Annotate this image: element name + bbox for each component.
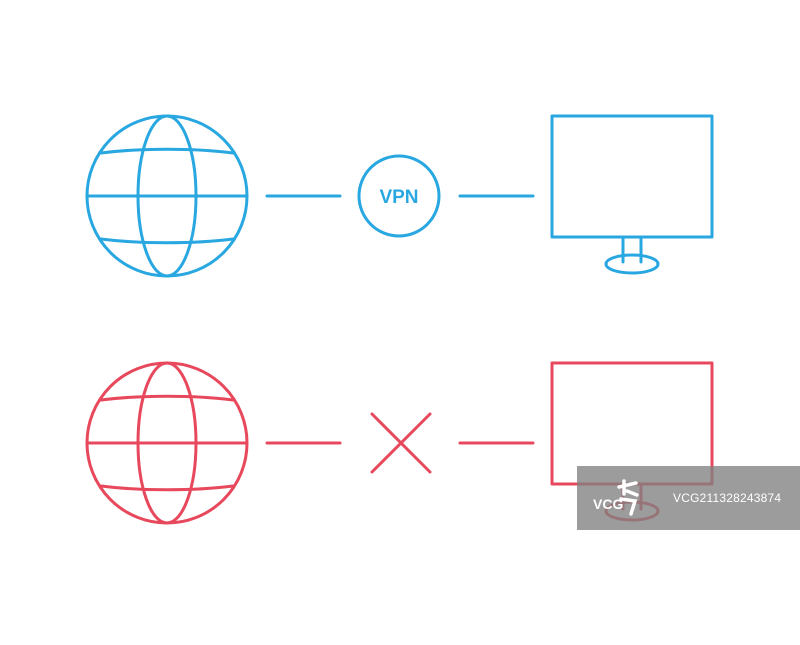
watermark-logo-text: VCG	[593, 496, 623, 512]
watermark: VCG VCG211328243874	[577, 466, 800, 530]
monitor-icon	[550, 114, 714, 275]
watermark-id: VCG211328243874	[673, 491, 782, 505]
cross-icon	[370, 412, 432, 474]
globe-icon	[85, 361, 249, 525]
vpn-badge-icon: VPN	[357, 154, 441, 238]
watermark-logo-icon: VCG	[593, 479, 639, 516]
globe-icon	[85, 114, 249, 278]
row-vpn: VPN	[85, 114, 714, 278]
vpn-badge-label: VPN	[379, 187, 418, 208]
